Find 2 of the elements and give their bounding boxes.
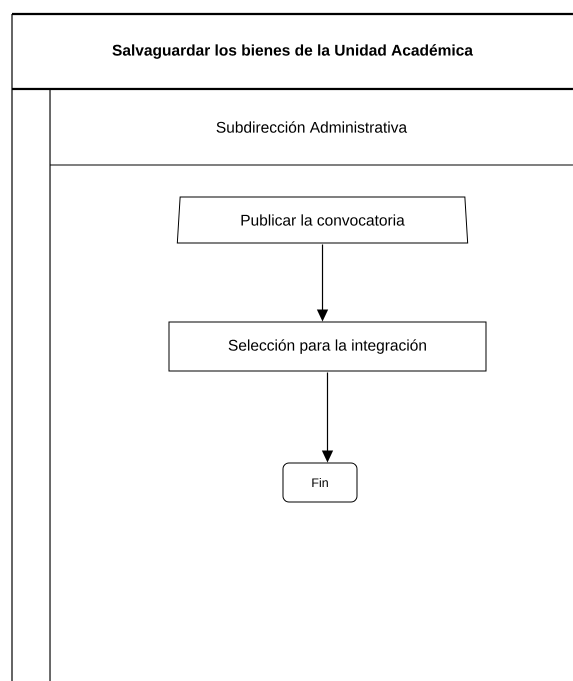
process-box: Selección para la integración bbox=[168, 322, 486, 372]
terminal-box: Fin bbox=[282, 462, 358, 502]
